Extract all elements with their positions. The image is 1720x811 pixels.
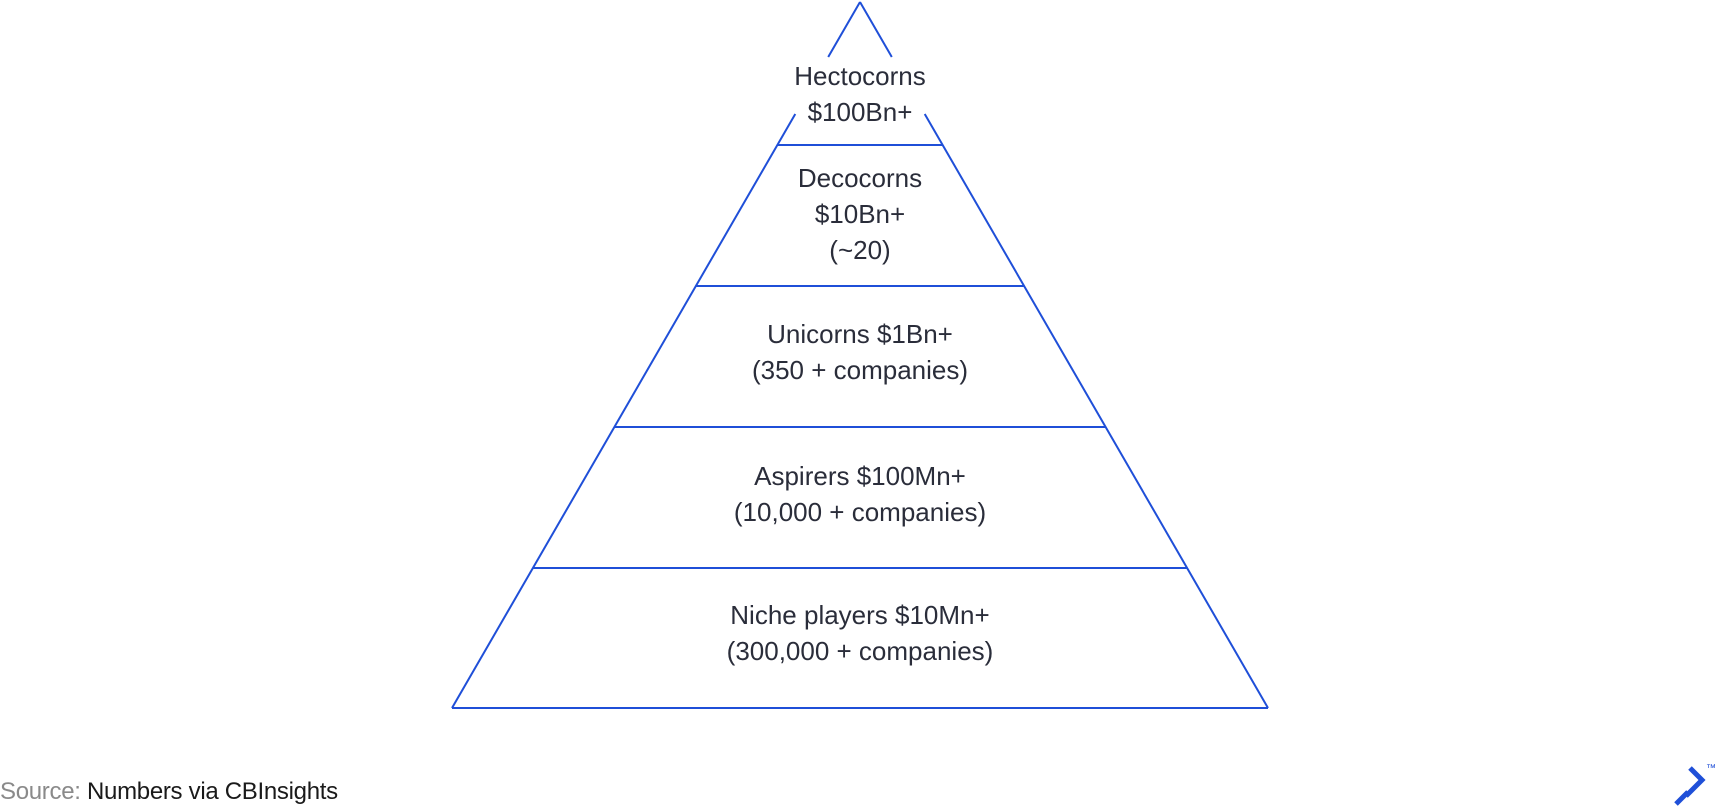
left-edge <box>451 113 797 709</box>
tier-aspirers-label-2: (10,000 + companies) <box>734 497 986 527</box>
pyramid-outline <box>451 1 1269 709</box>
source-label: Source: <box>0 778 81 805</box>
toptal-logo-icon: ™ <box>1674 763 1716 806</box>
tier-decocorns-label-3: (~20) <box>829 235 890 265</box>
tier-hectocorns-label-1: Hectocorns <box>794 61 926 91</box>
apex-right-edge <box>859 1 893 58</box>
right-edge <box>923 113 1269 709</box>
tier-decocorns: Decocorns $10Bn+ (~20) <box>798 163 922 265</box>
tier-aspirers: Aspirers $100Mn+ (10,000 + companies) <box>734 461 986 527</box>
tier-niche-players: Niche players $10Mn+ (300,000 + companies… <box>727 600 994 666</box>
tier-decocorns-label-1: Decocorns <box>798 163 922 193</box>
apex-left-edge <box>827 1 861 58</box>
trademark-mark: ™ <box>1706 763 1716 774</box>
tier-niche-players-label-1: Niche players $10Mn+ <box>730 600 989 630</box>
pyramid-tiers: Hectocorns $100Bn+ Decocorns $10Bn+ (~20) Uni… <box>727 61 994 666</box>
tier-unicorns: Unicorns $1Bn+ (350 + companies) <box>752 319 968 385</box>
tier-hectocorns: Hectocorns $100Bn+ <box>794 61 926 127</box>
source-text: Numbers via CBInsights <box>81 778 338 805</box>
tier-unicorns-label-2: (350 + companies) <box>752 355 968 385</box>
tier-aspirers-label-1: Aspirers $100Mn+ <box>754 461 966 491</box>
source-caption: Source: Numbers via CBInsights <box>0 778 338 806</box>
tier-hectocorns-label-2: $100Bn+ <box>808 97 913 127</box>
tier-unicorns-label-1: Unicorns $1Bn+ <box>767 319 953 349</box>
tier-decocorns-label-2: $10Bn+ <box>815 199 905 229</box>
source-text-value: Numbers via CBInsights <box>87 778 338 805</box>
tier-niche-players-label-2: (300,000 + companies) <box>727 636 994 666</box>
